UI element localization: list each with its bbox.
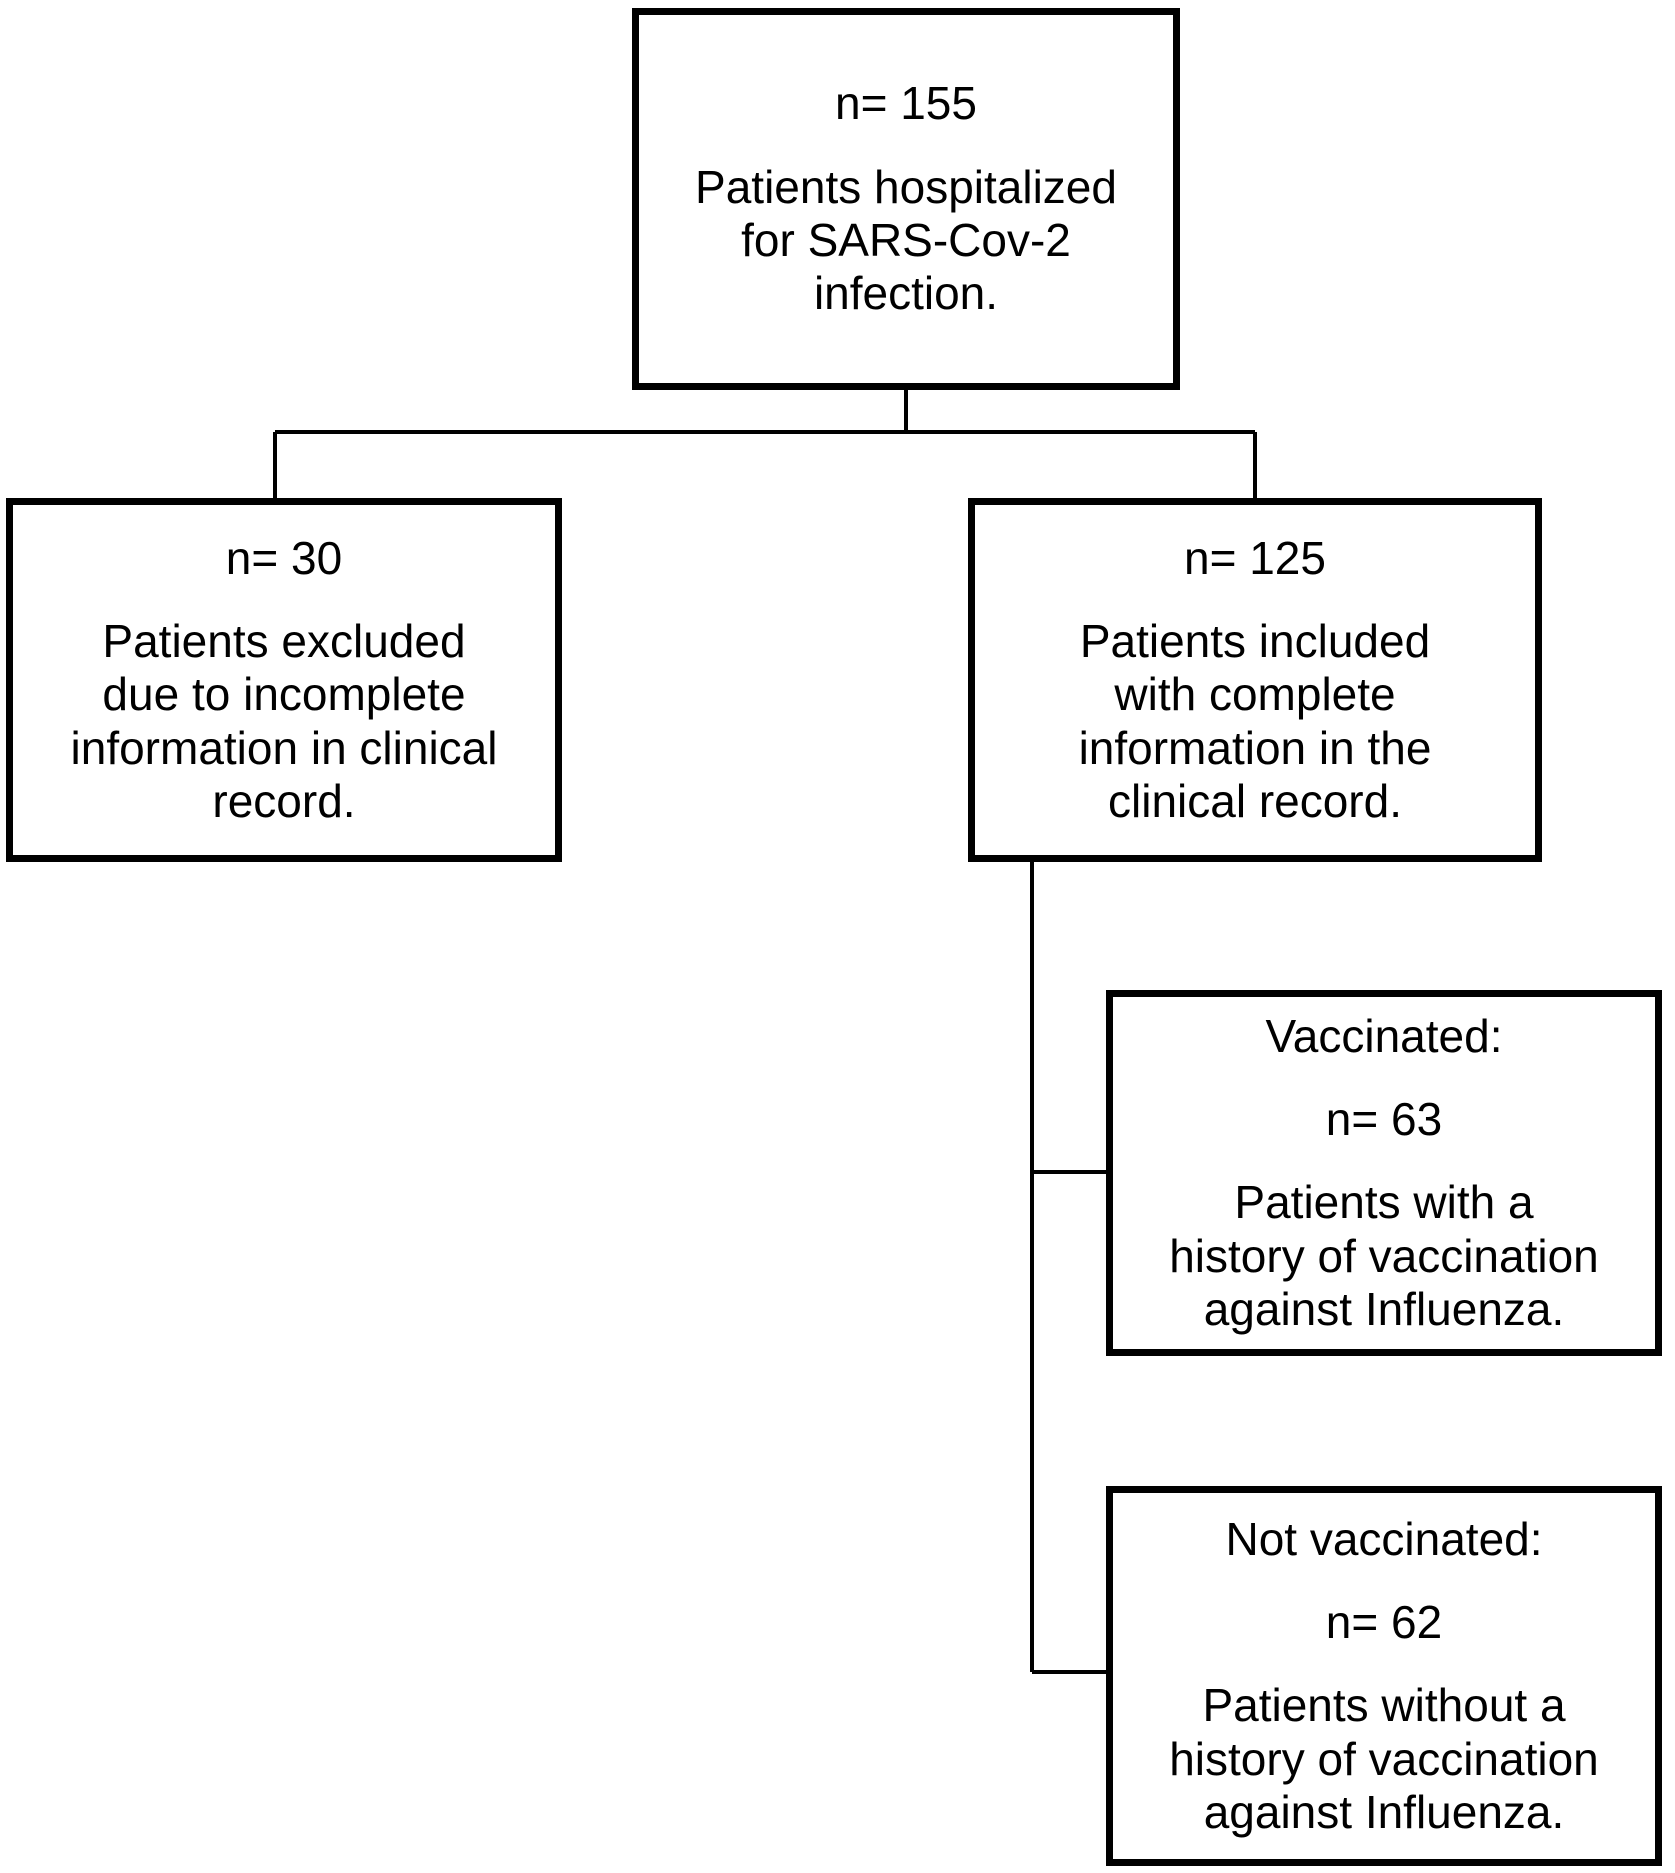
node-included-desc-line-3: information in the <box>1078 721 1432 774</box>
node-included-desc-line-1: Patients included <box>1079 614 1431 667</box>
node-excluded-count: n= 30 <box>225 531 343 584</box>
node-excluded-desc-line-1: Patients excluded <box>102 614 466 667</box>
node-vaccinated-title: Vaccinated: <box>1265 1009 1503 1062</box>
node-total-desc-line-2: for SARS-Cov-2 <box>741 214 1071 266</box>
node-vaccinated-desc-line-2: history of vaccination <box>1169 1229 1599 1282</box>
node-not-vaccinated-group[interactable]: Not vaccinated: n= 62 Patients without a… <box>1106 1486 1662 1866</box>
node-vaccinated-count: n= 63 <box>1325 1092 1443 1145</box>
node-not-vaccinated-desc-line-2: history of vaccination <box>1169 1732 1599 1785</box>
node-included-desc-line-4: clinical record. <box>1108 775 1402 828</box>
node-excluded-desc-line-2: due to incomplete <box>102 668 466 721</box>
node-included-desc-line-2: with complete <box>1114 668 1396 721</box>
node-vaccinated-group[interactable]: Vaccinated: n= 63 Patients with a histor… <box>1106 990 1662 1356</box>
node-not-vaccinated-desc-line-1: Patients without a <box>1202 1679 1566 1732</box>
node-vaccinated-desc-line-1: Patients with a <box>1234 1176 1534 1229</box>
node-included-count: n= 125 <box>1184 531 1326 584</box>
node-excluded-desc-line-3: information in clinical <box>70 721 498 774</box>
node-not-vaccinated-desc-line-3: against Influenza. <box>1203 1786 1565 1839</box>
node-total-cohort[interactable]: n= 155 Patients hospitalized for SARS-Co… <box>632 8 1180 390</box>
node-not-vaccinated-title: Not vaccinated: <box>1225 1512 1543 1565</box>
node-total-desc-line-3: infection. <box>813 267 999 320</box>
node-vaccinated-desc-line-3: against Influenza. <box>1203 1283 1565 1336</box>
node-not-vaccinated-count: n= 62 <box>1325 1595 1443 1648</box>
node-included-patients[interactable]: n= 125 Patients included with complete i… <box>968 498 1542 862</box>
node-total-count: n= 155 <box>835 77 977 130</box>
node-excluded-patients[interactable]: n= 30 Patients excluded due to incomplet… <box>6 498 562 862</box>
node-excluded-desc-line-4: record. <box>212 775 356 828</box>
node-total-desc-line-1: Patients hospitalized <box>695 160 1117 213</box>
